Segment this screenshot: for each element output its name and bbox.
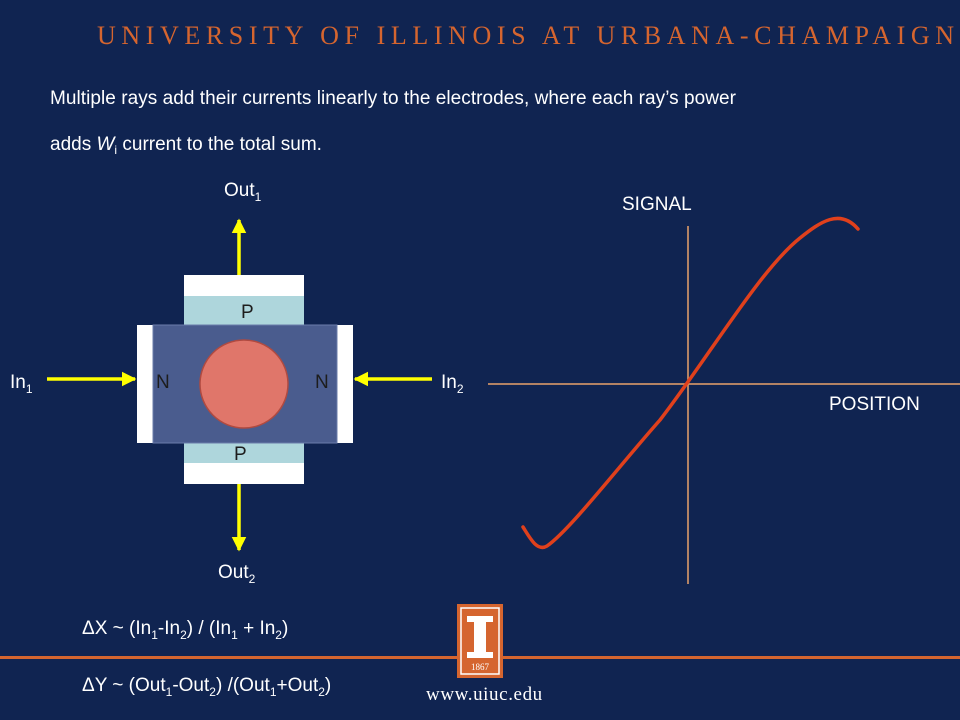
position-axis-label: POSITION <box>829 394 920 415</box>
illinois-column-logo-icon: 1867 <box>457 604 503 678</box>
n-label-left: N <box>156 372 170 393</box>
power-symbol: W <box>96 134 115 155</box>
signal-axis-label: SIGNAL <box>622 194 692 215</box>
in1-label: In1 <box>10 372 33 396</box>
delta-x-equation: ΔX ~ (In1-In2) / (In1 + In2) <box>82 618 289 642</box>
power-symbol-sub: i <box>114 143 118 157</box>
intro-line-1: Multiple rays add their currents linearl… <box>50 88 737 109</box>
out2-label: Out2 <box>218 562 256 586</box>
left-electrode <box>137 325 153 443</box>
in2-label: In2 <box>441 372 464 396</box>
out1-label: Out1 <box>224 180 262 204</box>
signal-curve <box>521 216 860 550</box>
right-electrode <box>337 325 353 443</box>
bottom-electrode <box>184 463 304 484</box>
p-layer-top <box>184 296 304 326</box>
top-electrode <box>184 275 304 296</box>
p-layer-bottom <box>184 442 304 463</box>
header-title: UNIVERSITY OF ILLINOIS AT URBANA-CHAMPAI… <box>97 21 960 50</box>
n-label-right: N <box>315 372 329 393</box>
light-spot <box>199 339 289 429</box>
footer-url-link[interactable]: www.uiuc.edu <box>426 684 543 705</box>
p-label-bottom: P <box>234 444 247 465</box>
intro-line-2: adds Wi current to the total sum. <box>50 134 322 157</box>
intro-text: Multiple rays add their currents linearl… <box>50 76 930 168</box>
p-label-top: P <box>241 302 254 323</box>
delta-y-equation: ΔY ~ (Out1-Out2) /(Out1+Out2) <box>82 675 332 699</box>
logo-year: 1867 <box>471 662 490 672</box>
